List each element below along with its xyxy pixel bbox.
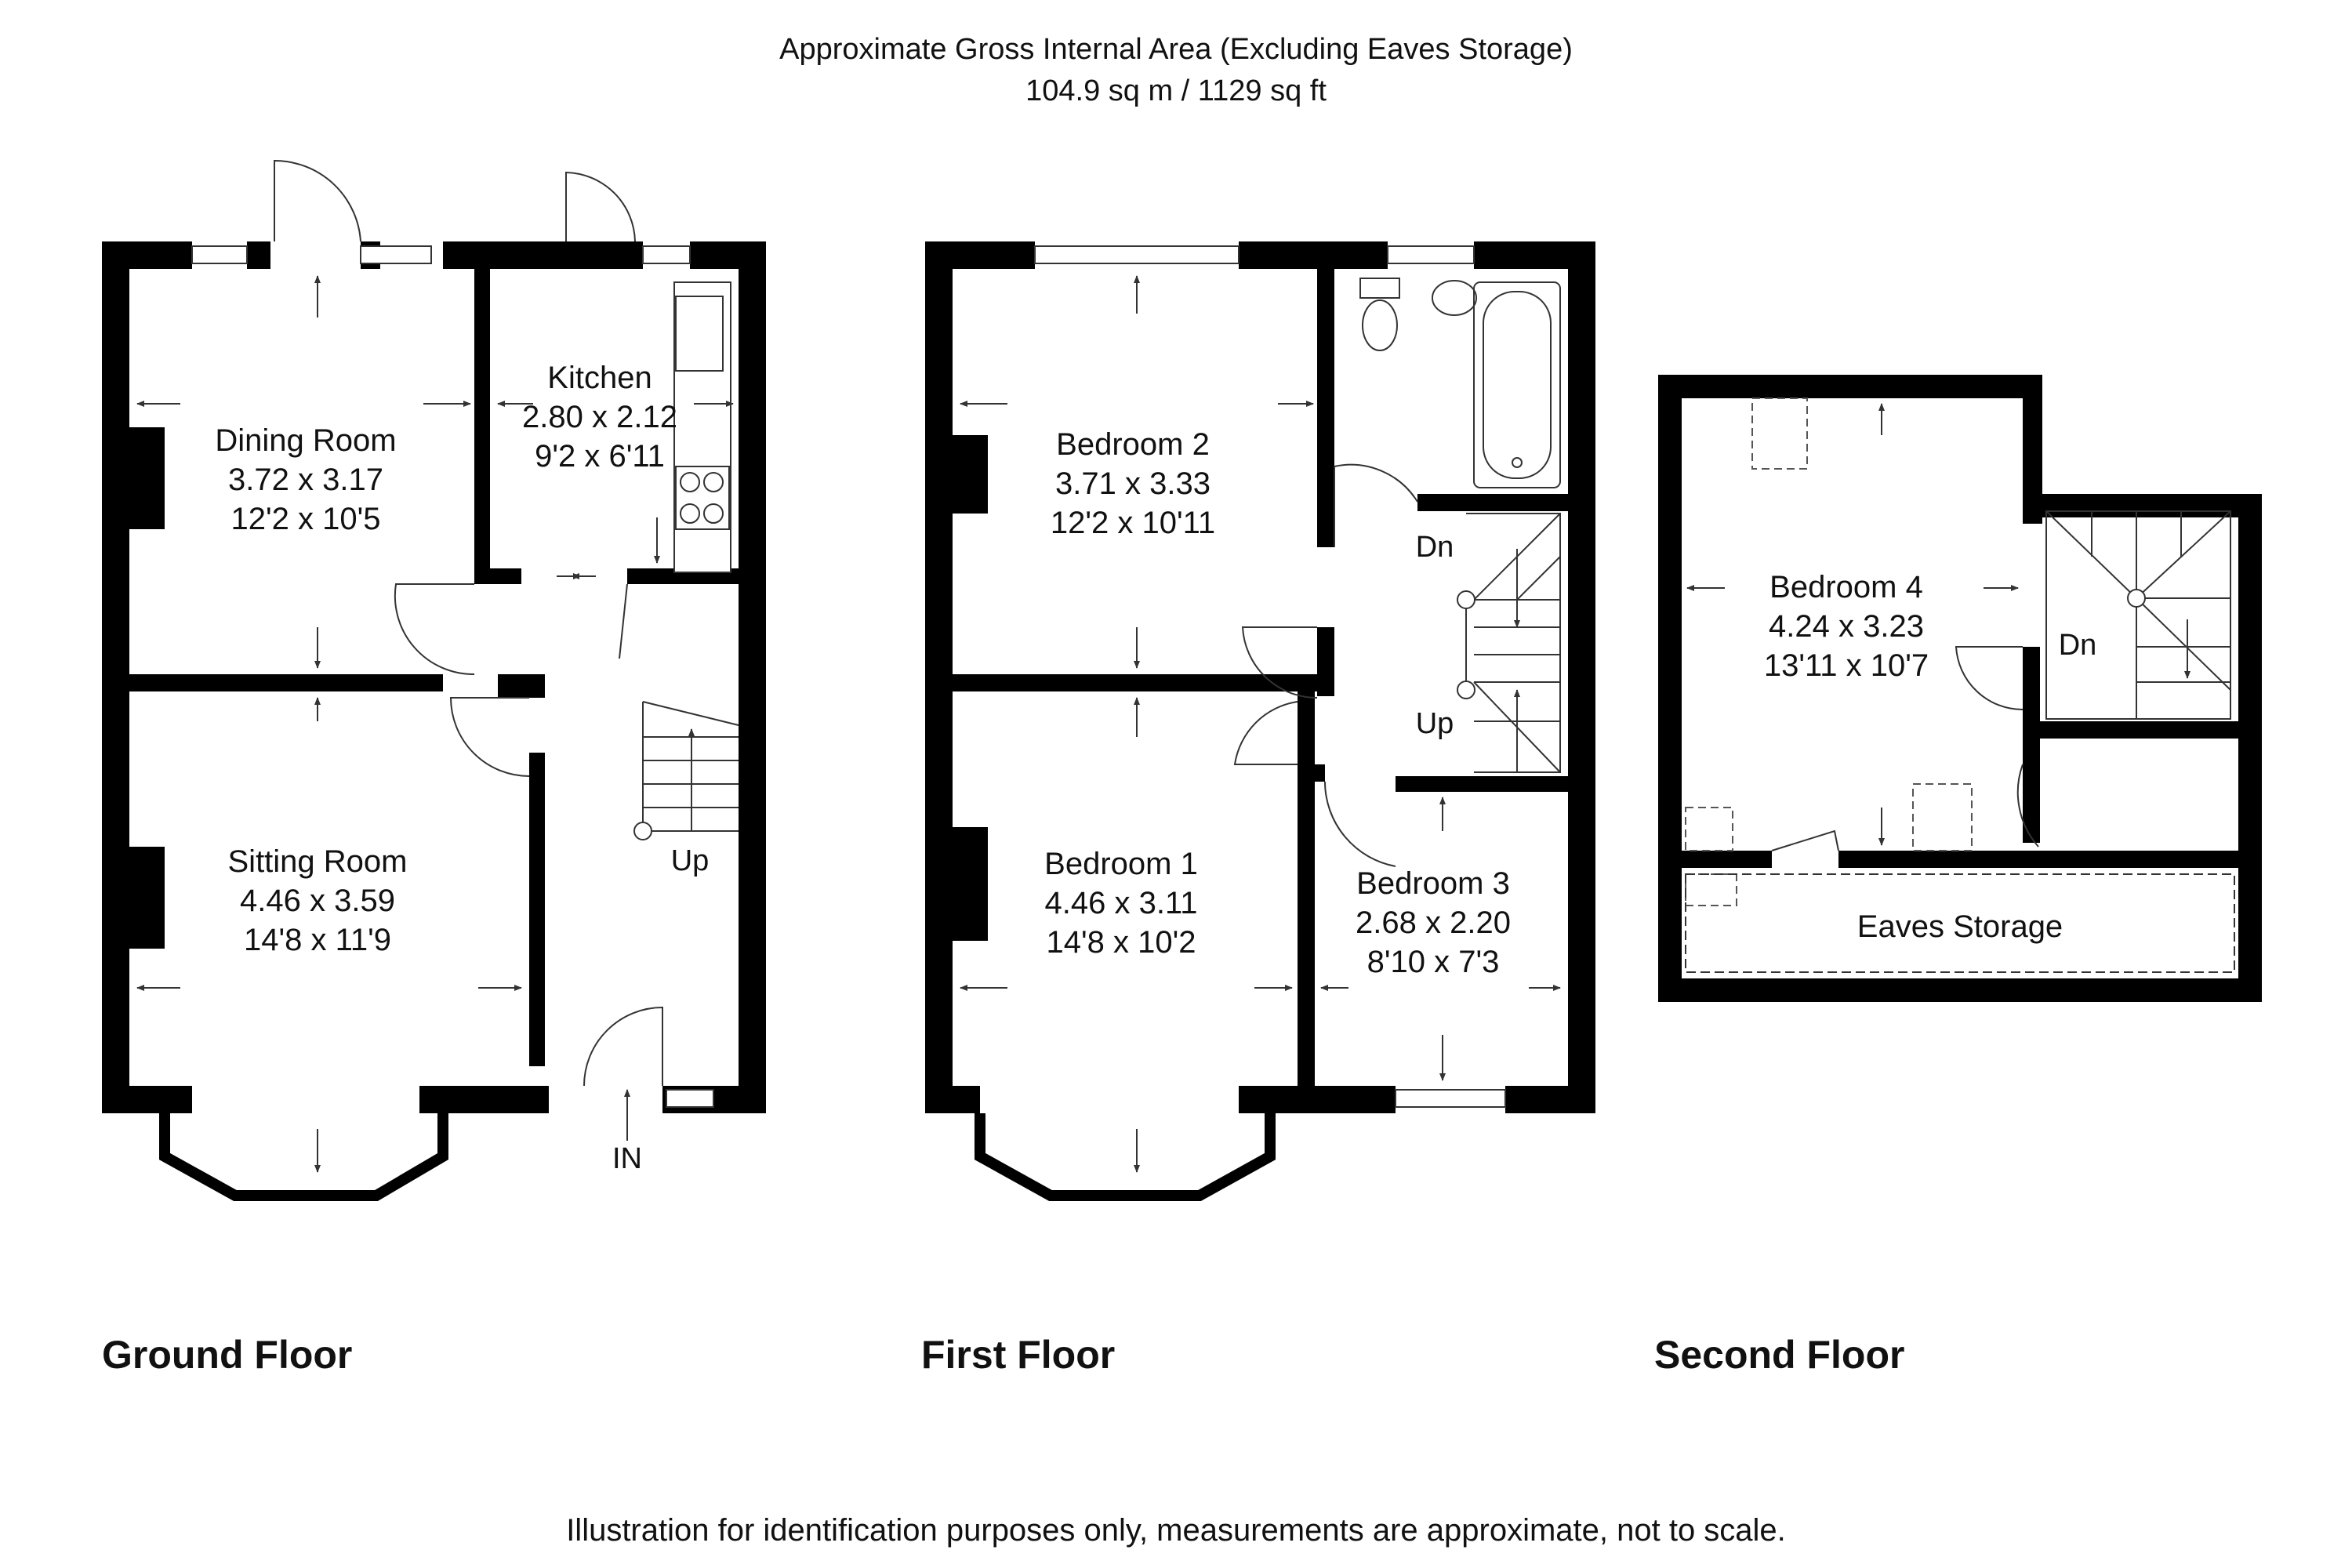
- dining-room-name: Dining Room: [215, 423, 396, 458]
- bedroom3-imperial: 8'10 x 7'3: [1367, 945, 1500, 979]
- first-walls: [925, 241, 1595, 1113]
- kitchen-name: Kitchen: [547, 361, 652, 395]
- bedroom4-metric: 4.24 x 3.23: [1769, 609, 1924, 644]
- first-stairs: [1457, 513, 1561, 773]
- second-dimension-arrows: [1686, 403, 2019, 846]
- bathroom-fittings: [1359, 278, 1561, 488]
- second-floor-plan: Bedroom 4 4.24 x 3.23 13'11 x 10'7 Eaves…: [1654, 375, 2262, 1377]
- area-value: 104.9 sq m / 1129 sq ft: [1025, 74, 1327, 107]
- area-title: Approximate Gross Internal Area (Excludi…: [779, 33, 1573, 66]
- kitchen-metric: 2.80 x 2.12: [522, 400, 677, 434]
- ground-stairs: [633, 701, 739, 840]
- ground-walls: [102, 241, 766, 1113]
- skylights: [1685, 397, 1973, 906]
- second-doors: [1771, 646, 2039, 851]
- bedroom3-name: Bedroom 3: [1356, 866, 1510, 901]
- first-stairs-dn-label: Dn: [1416, 531, 1454, 564]
- second-stairs: [2045, 510, 2231, 720]
- first-windows: [1034, 245, 1506, 1108]
- dining-room-metric: 3.72 x 3.17: [228, 463, 383, 497]
- bedroom2-metric: 3.71 x 3.33: [1055, 466, 1210, 501]
- bedroom3-metric: 2.68 x 2.20: [1356, 906, 1511, 940]
- bedroom2-imperial: 12'2 x 10'11: [1051, 506, 1215, 540]
- bedroom1-name: Bedroom 1: [1044, 847, 1198, 881]
- ground-floor-title: Ground Floor: [102, 1333, 352, 1377]
- disclaimer: Illustration for identification purposes…: [566, 1513, 1786, 1548]
- bedroom4-imperial: 13'11 x 10'7: [1764, 648, 1929, 683]
- first-floor-title: First Floor: [921, 1333, 1115, 1377]
- first-bay-window: [975, 1113, 1276, 1201]
- sitting-room-name: Sitting Room: [228, 844, 408, 879]
- ground-stairs-up-label: Up: [671, 844, 710, 877]
- sitting-room-metric: 4.46 x 3.59: [240, 884, 395, 918]
- ground-windows: [191, 245, 731, 1108]
- ground-dimension-arrows: [136, 275, 734, 1173]
- first-doors: [1233, 463, 1418, 867]
- ground-bay-window: [159, 1113, 448, 1201]
- eaves-storage-box: [1685, 873, 2235, 973]
- kitchen-fittings: [675, 296, 730, 530]
- first-dimension-arrows: [960, 275, 1561, 1173]
- bedroom1-imperial: 14'8 x 10'2: [1047, 925, 1196, 960]
- second-floor-title: Second Floor: [1654, 1333, 1904, 1377]
- dining-room-imperial: 12'2 x 10'5: [231, 502, 381, 536]
- entrance-label: IN: [612, 1142, 642, 1175]
- second-walls: [1658, 375, 2262, 1002]
- kitchen-imperial: 9'2 x 6'11: [535, 439, 665, 474]
- bedroom1-metric: 4.46 x 3.11: [1045, 886, 1198, 920]
- bedroom2-name: Bedroom 2: [1056, 427, 1210, 462]
- ground-floor-plan: Dining Room 3.72 x 3.17 12'2 x 10'5 Kitc…: [102, 159, 766, 1377]
- second-stairs-dn-label: Dn: [2059, 629, 2097, 662]
- first-stairs-up-label: Up: [1416, 707, 1454, 740]
- eaves-storage-label: Eaves Storage: [1857, 909, 2063, 944]
- bedroom4-name: Bedroom 4: [1769, 570, 1923, 604]
- ground-doors: [274, 159, 663, 1087]
- sitting-room-imperial: 14'8 x 11'9: [244, 923, 391, 957]
- first-floor-plan: Bedroom 2 3.71 x 3.33 12'2 x 10'11 Bedro…: [921, 241, 1595, 1377]
